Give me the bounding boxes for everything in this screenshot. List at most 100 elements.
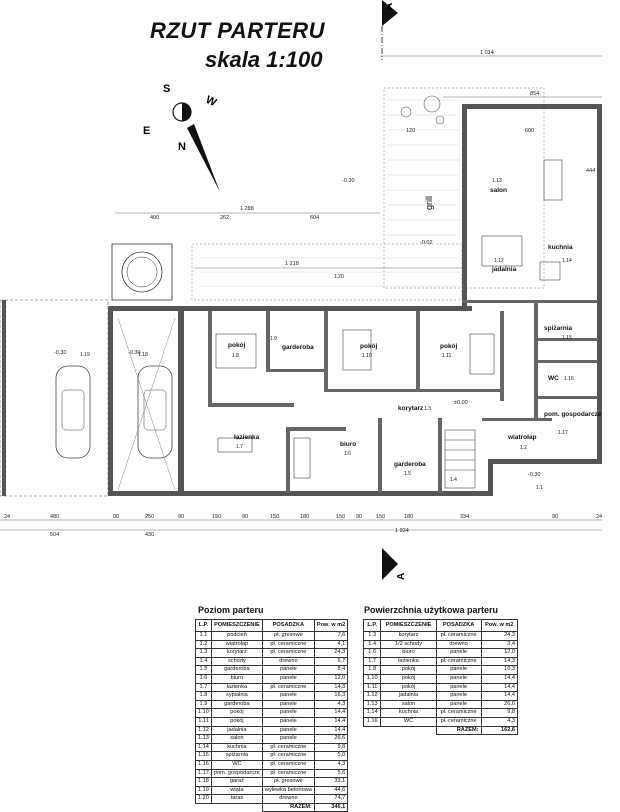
table-cell: 12,0 <box>480 648 519 658</box>
dim-bottom: 150 <box>212 514 221 520</box>
table-cell: pł. ceramiczne <box>261 751 315 761</box>
dim-bottom: 24 <box>4 514 10 520</box>
dim-bottom: 1 924 <box>395 528 409 534</box>
table-total-label: RAZEM: <box>261 802 315 812</box>
table-cell: pł. gresowe <box>261 631 315 641</box>
room-number: 1.5 <box>404 471 411 477</box>
table-cell: drewno <box>435 639 482 650</box>
room-number: 1.14 <box>562 258 572 264</box>
table-cell: 1.12 <box>195 725 212 736</box>
section-marker-bottom: A <box>382 548 407 580</box>
table-cell: 14,4 <box>480 673 519 684</box>
table-cell: panele <box>261 699 315 710</box>
room-number: 1.4 <box>450 477 457 483</box>
dim-bottom: 504 <box>50 532 59 538</box>
table-cell: sypialnia <box>210 691 263 701</box>
table-cell: taras <box>210 794 263 804</box>
dim-bottom: 180 <box>300 514 309 520</box>
table-cell: drewno <box>261 794 315 804</box>
room-name: pokój <box>228 342 246 349</box>
table-header-cell: POMIESZCZENIE <box>380 619 437 632</box>
table-cell: pł. ceramiczne <box>435 656 482 667</box>
table-cell: podcień <box>210 631 263 641</box>
table-cell: panele <box>435 699 482 710</box>
room-number: 1.17 <box>558 430 568 436</box>
table-cell: korytarz <box>380 631 437 641</box>
table-cell: 16,3 <box>480 665 519 675</box>
table-cell: kuchnia <box>210 742 263 753</box>
table-cell: 1.1 <box>195 631 212 641</box>
table-cell: 14,4 <box>313 708 349 718</box>
dim-bottom: 430 <box>145 532 154 538</box>
table-cell: pł. ceramiczne <box>261 682 315 693</box>
table-blank-cell <box>196 803 263 812</box>
table-cell: 24,3 <box>313 648 349 658</box>
garage-carport <box>0 299 176 497</box>
dim-top: 400 <box>150 215 159 221</box>
floor-plan: S W E N A A <box>0 0 602 580</box>
table-cell: 1.10 <box>195 708 212 718</box>
table-cell: 4,1 <box>313 639 349 650</box>
compass-w: W <box>204 94 219 110</box>
dim-top: 1 288 <box>240 206 254 212</box>
room-name: salon <box>490 187 507 194</box>
top-dimensions: 1 014 854 1 288 1 218 400 262 604 120 60… <box>150 50 595 267</box>
table-cell: 16,3 <box>313 691 349 701</box>
table-cell: 74,7 <box>313 794 349 804</box>
room-number: 1.15 <box>562 335 572 341</box>
table-cell: 1.6 <box>195 673 212 684</box>
level-mark: ±0.00 <box>454 400 468 406</box>
table-cell: 14,3 <box>480 656 519 667</box>
table-header-cell: Pow. w m2 <box>313 619 349 632</box>
section-label-bottom: A <box>396 573 407 580</box>
level-marks: -0.30 -0.02 ±0.00 -0.30 -0.30 -0.30 <box>54 178 541 478</box>
table-cell: pł. ceramiczne <box>435 708 482 718</box>
table-cell: 1.4 <box>195 656 212 667</box>
table-cell: salon <box>380 699 437 710</box>
room-name: garderoba <box>394 461 426 468</box>
dim-bottom: 150 <box>336 514 345 520</box>
table-cell: garderoba <box>210 665 263 675</box>
table-cell: 5,6 <box>313 768 349 779</box>
table-cell: 26,6 <box>480 699 519 710</box>
table-cell: 3,4 <box>480 639 519 650</box>
room-name: łazienka <box>234 434 260 441</box>
table-cell: 1.3 <box>195 648 212 658</box>
table-cell: 1.5 <box>195 665 212 675</box>
dim-bottom: 90 <box>178 514 184 520</box>
table-cell: pom. gospodarcze <box>210 768 263 779</box>
section-label-top: A <box>384 3 395 10</box>
table-cell: pokój <box>380 665 437 675</box>
section-marker-top: A <box>381 0 398 60</box>
table-cell: jadalnia <box>380 691 437 701</box>
compass-e: E <box>143 125 150 137</box>
compass-n: N <box>178 141 186 153</box>
table-header-cell: L.P. <box>195 619 212 632</box>
dim-top: 854 <box>530 91 539 97</box>
room-number: 1.1 <box>536 485 543 491</box>
table-cell: 1.11 <box>362 682 382 693</box>
room-name: garderoba <box>282 344 314 351</box>
table-cell: 1.12 <box>362 691 382 701</box>
table-cell: panele <box>261 691 315 701</box>
furniture <box>215 159 563 489</box>
room-name: wiatrołap <box>507 434 537 441</box>
plan-scale: skala 1:100 <box>205 47 323 72</box>
table-cell: 14,4 <box>313 716 349 727</box>
dim-bottom: 150 <box>270 514 279 520</box>
table-cell: 1.13 <box>362 699 382 710</box>
dimension-lines <box>0 55 602 531</box>
